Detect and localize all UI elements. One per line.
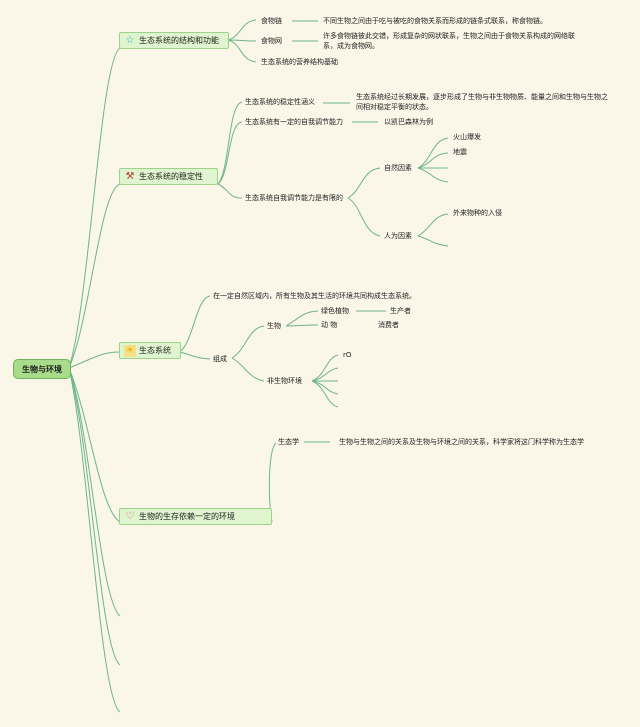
node-self-regulation[interactable]: 生态系统有一定的自我调节能力 bbox=[245, 118, 343, 126]
node-ecosystem-definition: 在一定自然区域内，所有生物及其生活的环境共同构成生态系统。 bbox=[213, 292, 416, 300]
edge-structure-nutrition bbox=[227, 39, 257, 63]
node-composition[interactable]: 组成 bbox=[213, 355, 227, 363]
node-organisms[interactable]: 生物 bbox=[267, 322, 281, 330]
edge-root-empty-3 bbox=[68, 367, 121, 713]
edge-structure-foodweb bbox=[227, 39, 257, 42]
node-example: 以凯巴森林为例 bbox=[384, 118, 433, 126]
node-natural-factors[interactable]: 自然因素 bbox=[384, 164, 412, 172]
edge-stability-limited bbox=[217, 183, 243, 199]
edge-root-environment bbox=[68, 367, 121, 523]
branch-ecosystem-label: 生态系统 bbox=[139, 346, 171, 355]
edge-stability-selfreg bbox=[217, 121, 243, 185]
edge-root-stability bbox=[68, 183, 121, 369]
heart-icon: ♡ bbox=[125, 511, 135, 522]
node-abiotic[interactable]: 非生物环境 bbox=[267, 377, 302, 385]
node-stability-meaning[interactable]: 生态系统的稳定性涵义 bbox=[245, 98, 315, 106]
node-abiotic-item: rO bbox=[343, 351, 352, 359]
node-nutrition[interactable]: 生态系统的营养结构基础 bbox=[261, 58, 338, 66]
node-limited[interactable]: 生态系统自我调节能力是有限的 bbox=[245, 194, 343, 202]
tools-icon: ⚒ bbox=[125, 171, 135, 182]
node-food-web-def: 许多食物链彼此交错，形成复杂的网状联系，生物之间由于食物关系构成的网络联系，成为… bbox=[323, 32, 575, 50]
branch-environment-label: 生物的生存依赖一定的环境 bbox=[139, 512, 235, 521]
node-earthquake: 地震 bbox=[453, 148, 467, 156]
root-node[interactable]: 生物与环境 bbox=[13, 359, 71, 379]
node-food-web[interactable]: 食物网 bbox=[261, 37, 282, 45]
edge-stability-meaning bbox=[217, 101, 243, 185]
branch-ecosystem[interactable]: ☀ 生态系统 bbox=[119, 342, 181, 359]
edge-ecosystem-definition bbox=[179, 295, 211, 353]
branch-structure[interactable]: ☆ 生态系统的结构和功能 bbox=[119, 32, 229, 49]
edge-root-structure bbox=[68, 47, 121, 369]
star-icon: ☆ bbox=[125, 35, 135, 46]
node-stability-meaning-def: 生态系统经过长期发展，逐步形成了生物与非生物物质、能量之间和生物与生物之间相对稳… bbox=[356, 93, 608, 111]
edge-root-empty-2 bbox=[68, 367, 121, 666]
node-invasion: 外来物种的入侵 bbox=[453, 209, 502, 217]
edge-ecosystem-composition bbox=[179, 351, 211, 360]
edge-structure-foodchain bbox=[227, 19, 257, 41]
node-ecology-def: 生物与生物之间的关系及生物与环境之间的关系，科学家将这门科学称为生态学 bbox=[339, 438, 584, 446]
node-volcano: 火山爆发 bbox=[453, 133, 481, 141]
node-animals: 动 物 bbox=[321, 321, 338, 329]
branch-stability-label: 生态系统的稳定性 bbox=[139, 172, 203, 181]
node-consumer: 消费者 bbox=[378, 321, 399, 329]
node-producer: 生产者 bbox=[390, 307, 411, 315]
node-human-factors[interactable]: 人为因素 bbox=[384, 232, 412, 240]
node-green-plants: 绿色植物 bbox=[321, 307, 349, 315]
node-food-chain[interactable]: 食物链 bbox=[261, 17, 282, 25]
edge-root-ecosystem bbox=[68, 351, 121, 369]
branch-environment[interactable]: ♡ 生物的生存依赖一定的环境 bbox=[119, 508, 272, 525]
edge-root-empty-1 bbox=[68, 367, 121, 617]
node-food-chain-def: 不同生物之间由于吃与被吃的食物关系而形成的链条式联系，称食物链。 bbox=[323, 17, 547, 25]
branch-stability[interactable]: ⚒ 生态系统的稳定性 bbox=[119, 168, 218, 185]
sun-icon: ☀ bbox=[124, 344, 136, 357]
node-ecology[interactable]: 生态学 bbox=[278, 438, 299, 446]
branch-structure-label: 生态系统的结构和功能 bbox=[139, 36, 219, 45]
